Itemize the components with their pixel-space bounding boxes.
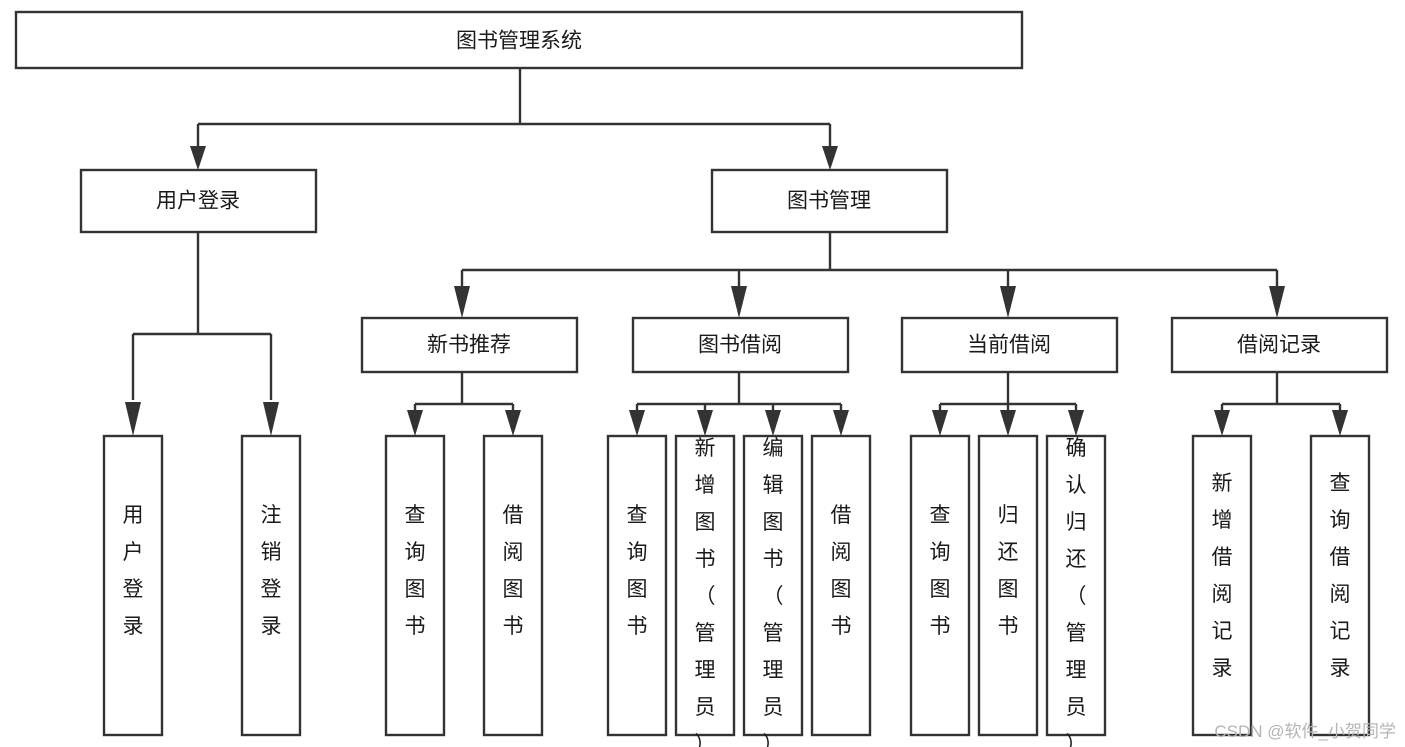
node-leaf-add-record-label: 新增借阅记录 [1212,472,1233,680]
node-leaf-query-book-2-label: 查询图书 [627,504,648,638]
node-leaf-user-logout-label: 注销登录 [261,504,282,638]
node-leaf-query-book-1[interactable]: 查询图书 [384,434,446,737]
arrowhead-book-mgmt [822,146,838,170]
node-book-mgmt[interactable]: 图书管理 [710,168,949,234]
arrowhead-leaf-add-record [1214,410,1230,436]
node-new-book-rec[interactable]: 新书推荐 [360,316,579,374]
arrowhead-user-login [190,146,206,170]
arrowhead-leaf-user-logout [263,402,279,436]
node-leaf-edit-book-label: 编辑图书（管理员） [763,437,784,747]
node-leaf-user-login-label: 用户登录 [123,504,144,638]
node-leaf-borrow-book-2[interactable]: 借阅图书 [810,434,872,737]
node-leaf-return-book-label: 归还图书 [998,504,1019,638]
node-leaf-borrow-book-1[interactable]: 借阅图书 [482,434,544,737]
node-book-borrow-label: 图书借阅 [698,334,782,357]
arrowhead-leaf-borrow-book-2 [833,410,849,436]
node-leaf-query-book-2-box[interactable] [606,434,668,737]
node-new-book-rec-label: 新书推荐 [427,334,511,357]
node-leaf-user-logout-box[interactable] [240,434,302,737]
node-leaf-return-book[interactable]: 归还图书 [977,434,1039,737]
node-leaf-query-book-2[interactable]: 查询图书 [606,434,668,737]
node-leaf-borrow-book-1-label: 借阅图书 [503,504,524,638]
arrowhead-leaf-confirm-return [1068,410,1084,436]
node-user-login-box[interactable] [79,168,318,234]
arrowhead-leaf-edit-book [765,410,781,436]
arrowhead-leaf-query-book-2 [629,410,645,436]
node-leaf-add-book[interactable]: 新增图书（管理员） [674,434,736,747]
arrowhead-leaf-return-book [1000,410,1016,436]
node-leaf-query-book-1-label: 查询图书 [405,504,426,638]
arrowhead-leaf-query-book-3 [932,410,948,436]
node-leaf-confirm-return-box[interactable] [1045,434,1107,737]
node-leaf-query-record[interactable]: 查询借阅记录 [1309,434,1371,737]
node-leaf-add-record-box[interactable] [1191,434,1253,737]
node-user-login-label: 用户登录 [156,190,240,213]
node-leaf-user-login-box[interactable] [102,434,164,737]
node-current-borrow-label: 当前借阅 [967,334,1051,357]
node-leaf-query-book-3-label: 查询图书 [930,504,951,638]
node-root-box[interactable] [14,10,1024,70]
node-leaf-add-record[interactable]: 新增借阅记录 [1191,434,1253,737]
node-leaf-user-logout[interactable]: 注销登录 [240,434,302,737]
node-leaf-query-book-1-box[interactable] [384,434,446,737]
node-leaf-edit-book-box[interactable] [742,434,804,737]
arrowhead-borrow-record [1269,286,1285,318]
arrowhead-leaf-query-book-1 [407,410,423,436]
node-leaf-query-book-3-box[interactable] [909,434,971,737]
node-leaf-query-record-label: 查询借阅记录 [1330,472,1351,680]
node-borrow-record[interactable]: 借阅记录 [1170,316,1389,374]
node-leaf-return-book-box[interactable] [977,434,1039,737]
node-leaf-user-login[interactable]: 用户登录 [102,434,164,737]
node-user-login[interactable]: 用户登录 [79,168,318,234]
arrowhead-leaf-query-record [1332,410,1348,436]
arrowhead-leaf-borrow-book-1 [505,410,521,436]
node-book-borrow[interactable]: 图书借阅 [631,316,850,374]
node-book-borrow-box[interactable] [631,316,850,374]
arrowhead-current-borrow [1000,286,1016,318]
arrowhead-book-borrow [731,286,747,318]
node-leaf-query-book-3[interactable]: 查询图书 [909,434,971,737]
node-leaf-confirm-return[interactable]: 确认归还（管理员） [1045,434,1107,747]
node-borrow-record-label: 借阅记录 [1237,334,1321,357]
node-leaf-add-book-label: 新增图书（管理员） [695,437,716,747]
node-root[interactable]: 图书管理系统 [14,10,1024,70]
arrowhead-leaf-add-book [697,410,713,436]
node-book-mgmt-box[interactable] [710,168,949,234]
node-leaf-query-record-box[interactable] [1309,434,1371,737]
node-leaf-add-book-box[interactable] [674,434,736,737]
node-leaf-confirm-return-label: 确认归还（管理员） [1066,437,1087,747]
node-new-book-rec-box[interactable] [360,316,579,374]
node-root-label: 图书管理系统 [456,30,582,53]
arrowhead-new-book-rec [454,286,470,318]
connector-layer [125,68,1348,436]
node-borrow-record-box[interactable] [1170,316,1389,374]
node-leaf-borrow-book-1-box[interactable] [482,434,544,737]
watermark-label: CSDN @软件_小贺同学 [1214,722,1396,741]
node-current-borrow-box[interactable] [900,316,1119,374]
node-leaf-borrow-book-2-label: 借阅图书 [831,504,852,638]
node-book-mgmt-label: 图书管理 [787,190,871,213]
arrowhead-leaf-user-login [125,402,141,436]
node-leaf-edit-book[interactable]: 编辑图书（管理员） [742,434,804,747]
node-current-borrow[interactable]: 当前借阅 [900,316,1119,374]
node-leaf-borrow-book-2-box[interactable] [810,434,872,737]
